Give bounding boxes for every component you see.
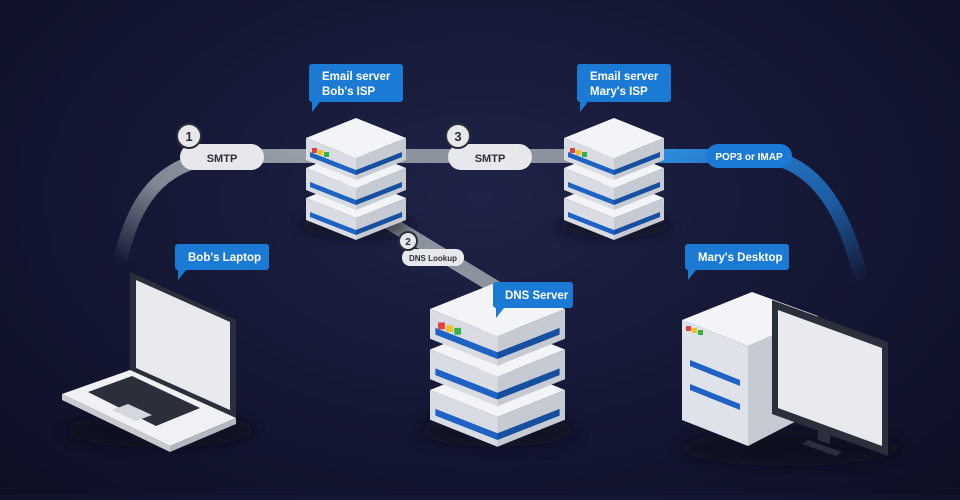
step-2-label: DNS Lookup xyxy=(409,254,457,263)
status-led-yellow-icon xyxy=(318,150,323,155)
callout-email-server-mary: Email server Mary's ISP xyxy=(577,64,671,112)
marys-desktop-label: Mary's Desktop xyxy=(698,252,783,264)
status-led-green-icon xyxy=(698,330,703,335)
email-server-bob-title: Email server xyxy=(322,71,391,83)
status-led-green-icon xyxy=(454,327,462,335)
step-1-label: SMTP xyxy=(207,153,238,165)
email-server-bob-subtitle: Bob's ISP xyxy=(322,86,376,98)
status-led-green-icon xyxy=(324,152,329,157)
bobs-laptop-label: Bob's Laptop xyxy=(188,252,261,264)
status-led-yellow-icon xyxy=(576,150,581,155)
status-led-red-icon xyxy=(570,148,575,153)
callout-dns-server: DNS Server xyxy=(493,282,573,318)
callout-bobs-laptop: Bob's Laptop xyxy=(175,244,269,280)
status-led-red-icon xyxy=(686,326,691,331)
step-2-dns-lookup: DNS Lookup 2 xyxy=(398,231,464,266)
callout-email-server-bob: Email server Bob's ISP xyxy=(309,64,403,112)
email-server-bob xyxy=(300,118,412,240)
pop3-imap-label: POP3 or IMAP xyxy=(715,152,783,163)
step-3-smtp: SMTP 3 xyxy=(445,123,532,170)
status-led-yellow-icon xyxy=(446,325,453,332)
step-3-number: 3 xyxy=(454,129,461,144)
dns-server xyxy=(419,282,576,447)
email-server-mary-subtitle: Mary's ISP xyxy=(590,86,648,98)
email-server-mary-title: Email server xyxy=(590,71,659,83)
status-led-green-icon xyxy=(582,152,587,157)
step-1-number: 1 xyxy=(185,129,192,144)
step-2-number: 2 xyxy=(405,237,411,248)
callout-marys-desktop: Mary's Desktop xyxy=(685,244,789,280)
desktop-icon xyxy=(680,292,900,466)
laptop-icon xyxy=(62,272,255,452)
dns-server-label: DNS Server xyxy=(505,290,569,302)
email-server-mary xyxy=(558,118,670,240)
step-1-smtp: SMTP 1 xyxy=(176,123,264,170)
status-led-red-icon xyxy=(312,148,317,153)
status-led-yellow-icon xyxy=(692,328,697,333)
status-led-red-icon xyxy=(438,322,445,330)
step-3-label: SMTP xyxy=(475,153,506,165)
pop3-imap-badge: POP3 or IMAP xyxy=(706,144,792,168)
